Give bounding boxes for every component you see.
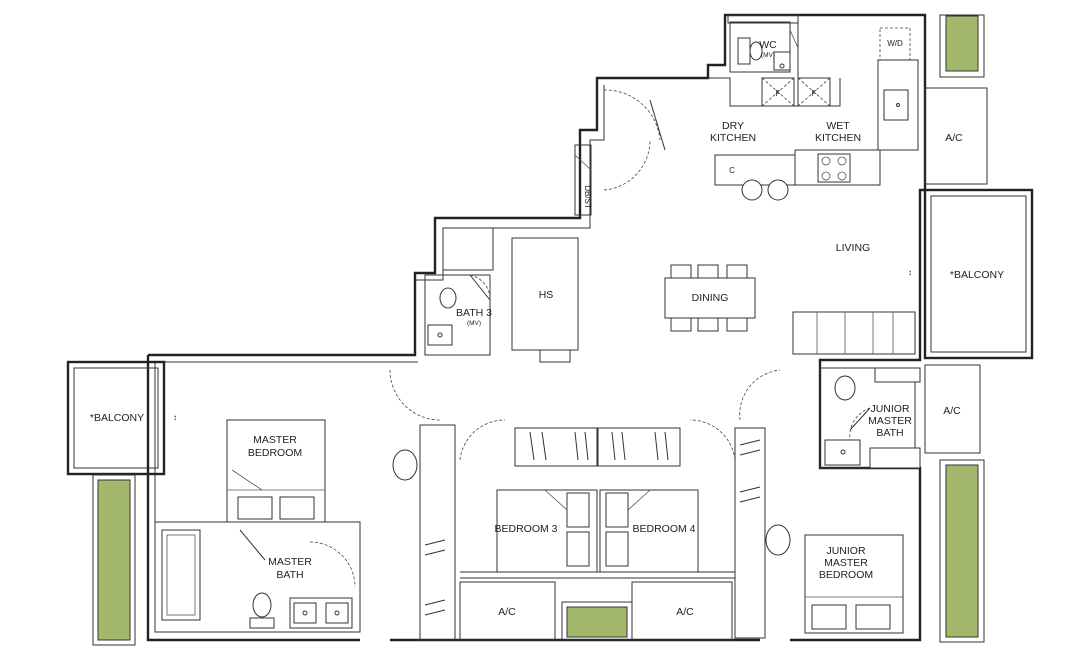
label-master-bedroom-1: MASTER xyxy=(253,434,297,446)
label-ac-bottom-right: A/C xyxy=(676,606,694,618)
label-junior-master-bedroom-1: JUNIOR xyxy=(826,545,866,557)
label-ac-top: A/C xyxy=(945,132,963,144)
label-balcony-right: *BALCONY xyxy=(950,269,1004,281)
bath3-zone xyxy=(424,227,494,356)
label-living: LIVING xyxy=(836,242,870,254)
svg-text:↕: ↕ xyxy=(173,413,177,422)
label-balcony-left: *BALCONY xyxy=(90,412,144,424)
label-fridge-a: F xyxy=(776,89,781,98)
label-junior-master-bedroom-3: BEDROOM xyxy=(819,569,873,581)
label-wet-kitchen-1: WET xyxy=(826,120,850,132)
bedrooms-3-4 xyxy=(419,369,781,641)
dining-living: ↕ xyxy=(511,188,1034,363)
label-wc-sub: (MV) xyxy=(761,52,775,59)
master-zone: ↕ xyxy=(66,360,441,646)
label-bath3-sub: (MV) xyxy=(467,320,481,327)
label-junior-master-bath-2: MASTER xyxy=(868,415,912,427)
label-junior-master-bedroom-2: MASTER xyxy=(824,557,868,569)
room-labels: WC (MV) W/D F F DRY KITCHEN WET KITCHEN … xyxy=(90,39,1004,618)
label-junior-master-bath-1: JUNIOR xyxy=(870,403,910,415)
label-master-bath-1: MASTER xyxy=(268,556,312,568)
svg-text:↕: ↕ xyxy=(908,268,912,277)
label-bedroom4: BEDROOM 4 xyxy=(632,523,695,535)
label-bath3: BATH 3 xyxy=(456,307,492,319)
label-master-bath-2: BATH xyxy=(276,569,303,581)
label-junior-master-bath-3: BATH xyxy=(876,427,903,439)
label-wc: WC xyxy=(759,39,777,51)
label-master-bedroom-2: BEDROOM xyxy=(248,447,302,459)
label-dbst: DB/ST xyxy=(583,185,592,209)
label-fridge-b: F xyxy=(812,89,817,98)
kitchen-zone xyxy=(574,14,919,216)
label-hs: HS xyxy=(539,289,554,301)
label-wd: W/D xyxy=(887,39,903,48)
label-bedroom3: BEDROOM 3 xyxy=(494,523,557,535)
label-wet-kitchen-2: KITCHEN xyxy=(815,132,861,144)
junior-master-zone xyxy=(734,14,988,643)
label-dry-kitchen-2: KITCHEN xyxy=(710,132,756,144)
label-dining: DINING xyxy=(692,292,729,304)
label-ac-bottom-left: A/C xyxy=(498,606,516,618)
label-cooker: C xyxy=(729,166,735,175)
label-ac-mid-right: A/C xyxy=(943,405,961,417)
label-dry-kitchen-1: DRY xyxy=(722,120,744,132)
